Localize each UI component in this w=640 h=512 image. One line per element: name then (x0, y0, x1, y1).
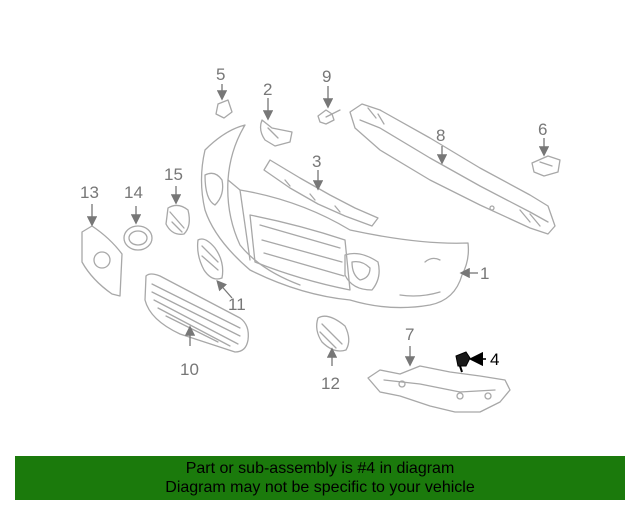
callout-6: 6 (538, 120, 547, 139)
mounting-bracket-part (367, 365, 511, 413)
lower-grille-part (144, 273, 249, 353)
banner-line-1: Part or sub-assembly is #4 in diagram (185, 460, 455, 477)
fog-lamp-cover-part (316, 315, 350, 352)
bolt-highlighted-part (455, 351, 471, 373)
callout-13: 13 (80, 183, 99, 202)
callout-15: 15 (164, 165, 183, 184)
callout-11: 11 (228, 295, 246, 314)
callout-2: 2 (263, 80, 272, 99)
callout-labels: 5 2 9 8 6 3 13 14 15 1 11 7 4 10 12 (80, 65, 547, 393)
bolt-part (317, 109, 341, 125)
callout-12: 12 (321, 374, 340, 393)
reinforcement-bar-part (349, 103, 556, 235)
leader-lines (86, 84, 550, 367)
fog-lamp-bezel-part (81, 225, 123, 297)
side-bracket-left-part (215, 99, 233, 119)
banner-line-2: Diagram may not be specific to your vehi… (165, 479, 475, 496)
bumper-cover-part (200, 124, 470, 309)
callout-8: 8 (436, 126, 445, 145)
info-banner: Part or sub-assembly is #4 in diagram Di… (15, 456, 625, 500)
callout-5: 5 (216, 65, 225, 84)
ring-part (123, 225, 153, 251)
callout-7: 7 (405, 325, 414, 344)
side-grille-part (196, 238, 224, 280)
callout-14: 14 (124, 183, 143, 202)
bracket-part (259, 119, 293, 147)
callout-10: 10 (180, 360, 199, 379)
parts-diagram: 5 2 9 8 6 3 13 14 15 1 11 7 4 10 12 (80, 65, 561, 413)
callout-4: 4 (490, 350, 499, 369)
side-bracket-right-part (531, 155, 561, 177)
cover-part (165, 204, 190, 235)
callout-3: 3 (312, 152, 321, 171)
callout-1: 1 (480, 264, 489, 283)
callout-9: 9 (322, 67, 331, 86)
